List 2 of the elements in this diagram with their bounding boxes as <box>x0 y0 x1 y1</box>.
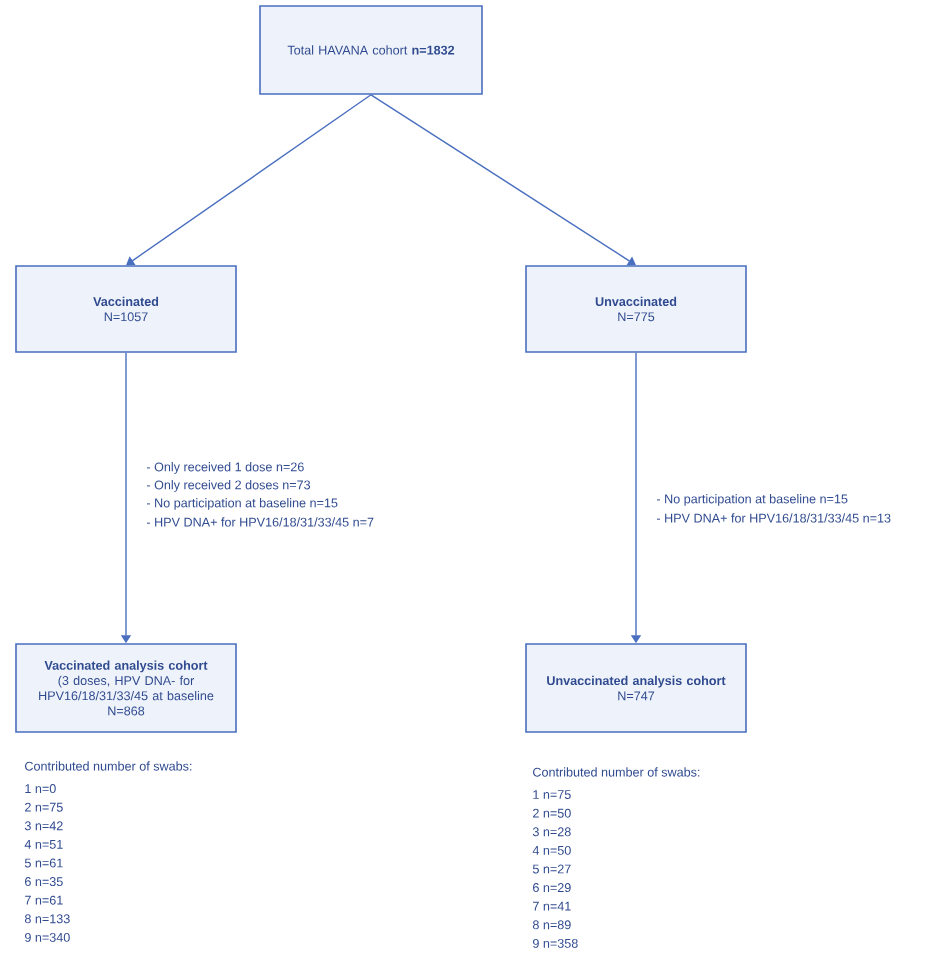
arrow <box>126 94 372 266</box>
arrow <box>370 94 636 266</box>
